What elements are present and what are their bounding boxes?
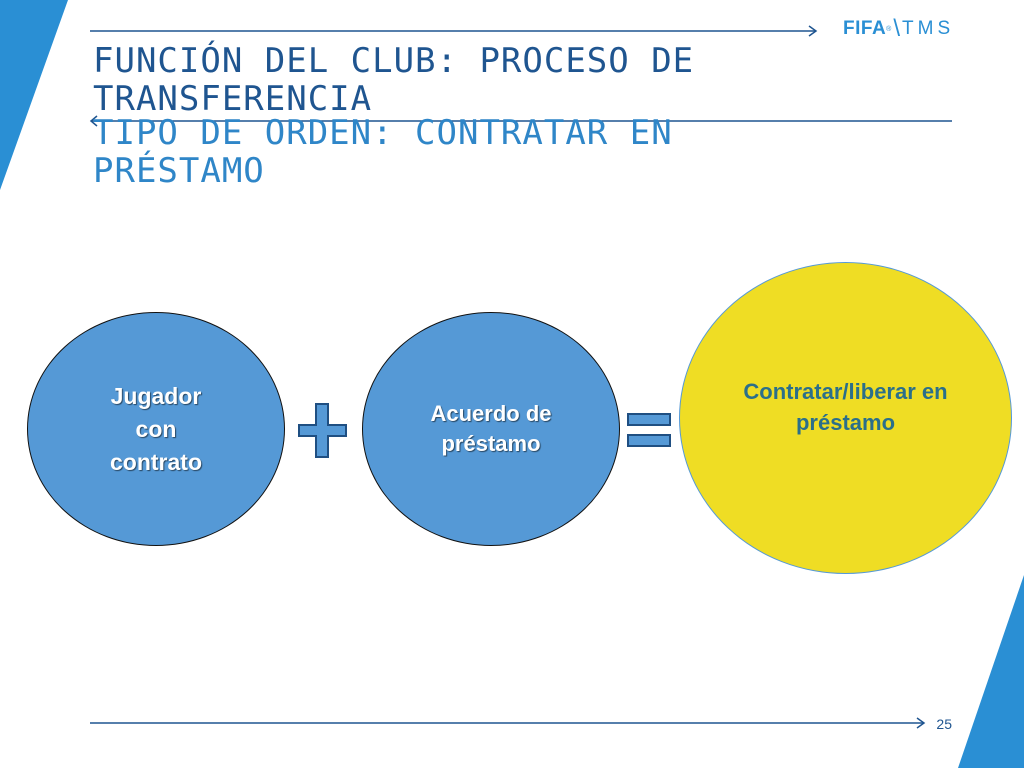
bottom-right-stripe <box>958 575 1024 768</box>
bottom-rule-arrow <box>90 717 926 729</box>
node-player-label: Jugador con contrato <box>110 382 202 475</box>
logo-slash: \ <box>893 15 901 42</box>
node-result-loan: Contratar/liberar en préstamo <box>679 262 1012 574</box>
node-loan-agreement: Acuerdo de préstamo <box>362 312 620 546</box>
node-result-label: Contratar/liberar en préstamo <box>743 379 948 435</box>
page-subtitle: TIPO DE ORDEN: CONTRATAR EN PRÉSTAMO <box>93 113 673 191</box>
top-rule-arrow <box>90 25 818 37</box>
logo-tms-text: TMS <box>902 18 955 39</box>
logo-registered-mark: ® <box>886 25 892 33</box>
logo-fifa-text: FIFA <box>843 18 887 39</box>
top-left-stripe <box>0 0 68 190</box>
page-number: 25 <box>936 716 952 732</box>
fifa-tms-logo: FIFA®\TMS <box>843 15 955 42</box>
page-title: FUNCIÓN DEL CLUB: PROCESO DE TRANSFERENC… <box>93 41 695 119</box>
plus-icon <box>298 403 347 458</box>
equals-icon <box>627 413 671 447</box>
title-rule <box>89 115 952 127</box>
node-loan-label: Acuerdo de préstamo <box>430 401 552 456</box>
node-player-with-contract: Jugador con contrato <box>27 312 285 546</box>
